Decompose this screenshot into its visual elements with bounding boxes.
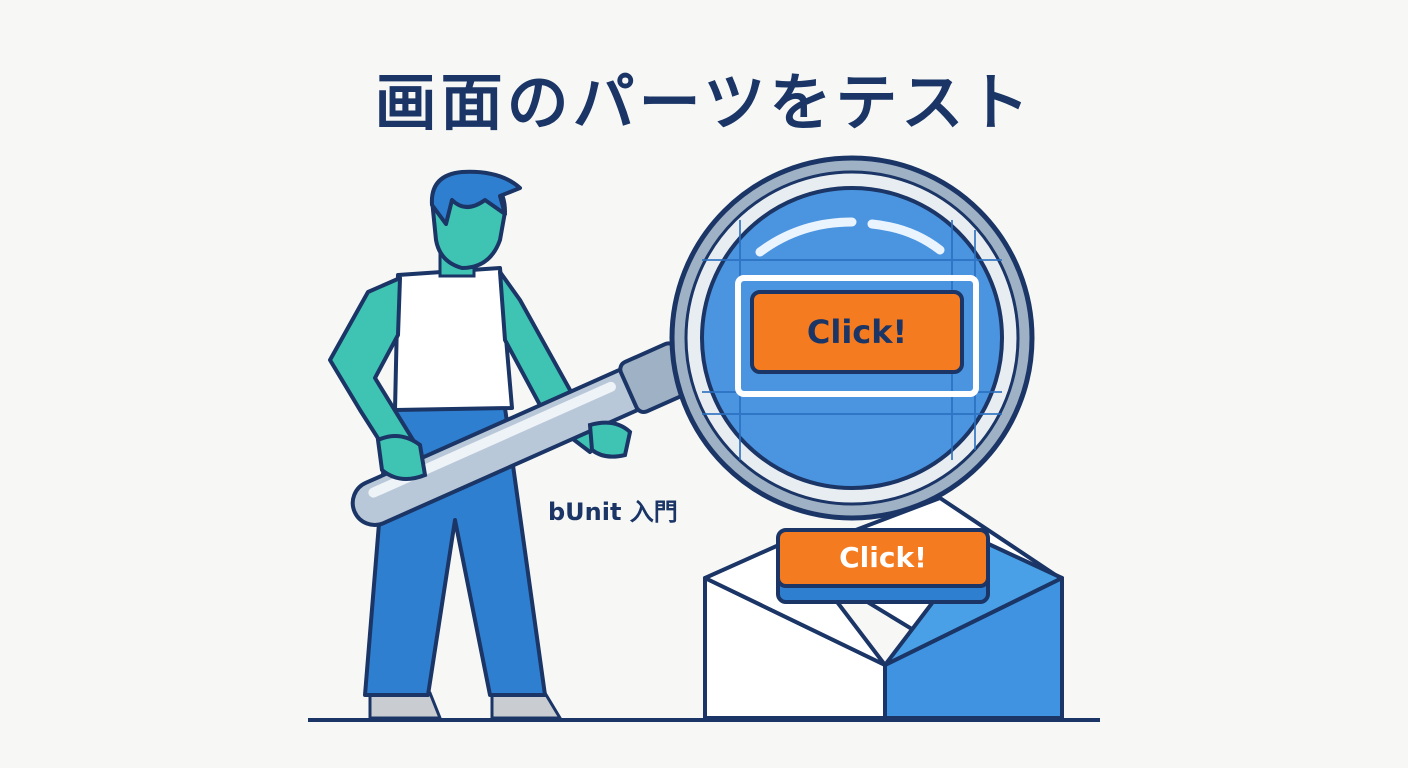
subtitle: bUnit 入門 [548, 498, 678, 526]
box-click-button[interactable]: Click! [776, 528, 990, 604]
magnified-button-label: Click! [807, 313, 907, 351]
magnified-click-button[interactable]: Click! [750, 290, 964, 374]
box-button-label: Click! [839, 541, 927, 574]
page-title: 画面のパーツをテスト [374, 66, 1034, 139]
